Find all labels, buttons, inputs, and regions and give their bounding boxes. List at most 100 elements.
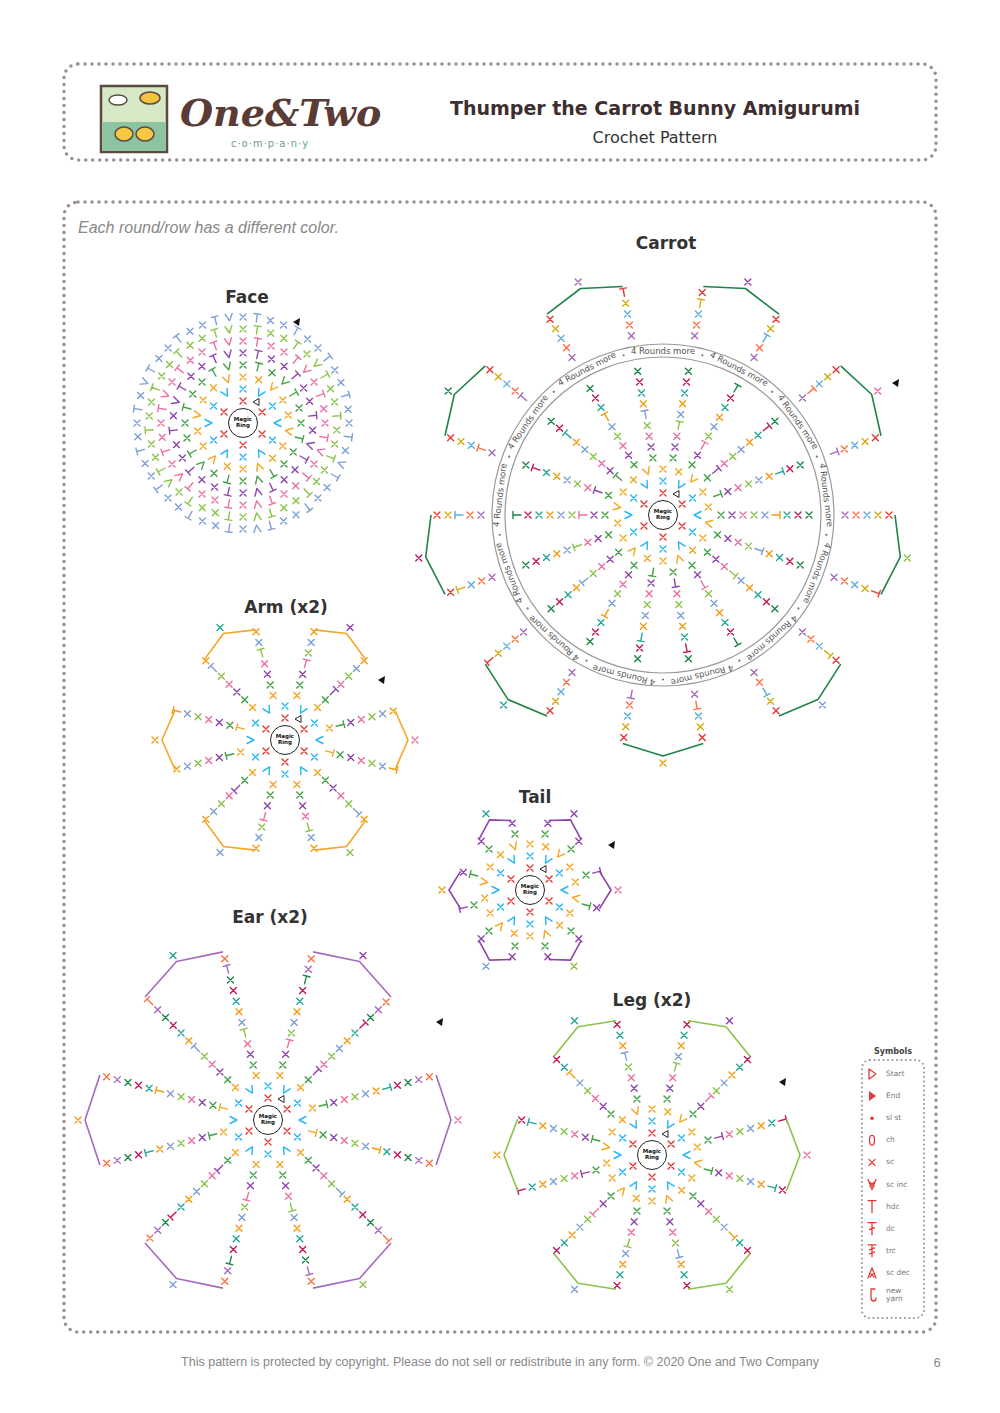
sc-stitch [698, 1201, 704, 1207]
sc-stitch [240, 386, 246, 392]
stitch-charts [75, 279, 910, 1292]
sc-stitch [212, 510, 218, 516]
hdc-stitch [337, 1189, 345, 1197]
sc-stitch [668, 1163, 674, 1169]
sc-stitch [527, 865, 533, 871]
sc-stitch [315, 770, 321, 776]
sc-stitch [543, 844, 549, 850]
sc-stitch [674, 591, 680, 597]
sc-stitch [221, 1129, 227, 1135]
sc-stitch [608, 1111, 614, 1117]
hdc-stitch [225, 500, 232, 508]
inc-stitch [558, 849, 565, 857]
ring-label: Magic Ring [232, 417, 254, 429]
sc-stitch [294, 693, 300, 699]
sc-stitch [569, 512, 575, 518]
sc-stitch [550, 1126, 556, 1132]
hdc-stitch [316, 390, 325, 397]
inc-stitch [492, 887, 499, 894]
hdc-stitch [684, 644, 691, 652]
hdc-stitch [649, 568, 656, 576]
sc-stitch [816, 381, 822, 387]
sc-stitch [582, 446, 588, 452]
sc-stitch [619, 1117, 625, 1123]
sc-stitch [227, 977, 233, 983]
sc-stitch [178, 1094, 184, 1100]
sc-stitch [268, 330, 274, 336]
inc-stitch [643, 467, 650, 475]
sc-stitch [568, 846, 574, 852]
sc-stitch [648, 444, 654, 450]
sc-stitch [620, 1261, 626, 1267]
sc-stitch [315, 345, 321, 351]
sc-stitch [216, 719, 222, 725]
inc-stitch [314, 359, 322, 366]
sc-stitch [218, 801, 224, 807]
sc-stitch [468, 582, 474, 588]
separator-dot [499, 534, 501, 536]
sc-stitch [620, 581, 626, 587]
sc-stitch [242, 697, 248, 703]
sc-stitch [346, 801, 352, 807]
sc-stitch [226, 793, 232, 799]
sc-stitch [242, 1204, 248, 1210]
sc-stitch [585, 485, 591, 491]
sc-stitch [148, 473, 154, 479]
sc-stitch [199, 477, 205, 483]
sc-stitch [772, 418, 778, 424]
hdc-stitch [306, 1267, 313, 1276]
dec-stitch [313, 1243, 391, 1288]
sc-stitch [583, 872, 589, 878]
rounds-note: 4 Rounds more [492, 463, 508, 528]
sc-stitch [281, 322, 287, 328]
sc-stitch [179, 455, 185, 461]
sc-stitch [332, 399, 338, 405]
sc-stitch [209, 1173, 215, 1179]
part-label: Carrot [636, 233, 697, 253]
sc-stitch [125, 1155, 131, 1161]
ring-label: Magic Ring [274, 734, 296, 746]
ring-label: Magic Ring [641, 1149, 663, 1161]
sc-stitch [285, 1193, 291, 1199]
sc-stitch [297, 792, 303, 798]
sc-stitch [280, 1172, 286, 1178]
sc-stitch [221, 409, 227, 415]
sc-stitch [486, 846, 492, 852]
sc-stitch [649, 1130, 655, 1136]
start-marker [295, 716, 301, 723]
sc-stitch [249, 770, 255, 776]
sc-stitch [315, 704, 321, 710]
sc-stitch [679, 1187, 685, 1193]
sc-stitch [494, 1152, 500, 1158]
hdc-stitch [168, 1212, 176, 1220]
sc-stitch [176, 489, 182, 495]
sc-stitch [170, 1282, 176, 1288]
sc-stitch [557, 922, 563, 928]
sc-stitch [744, 1057, 750, 1063]
dec-stitch [688, 1021, 750, 1057]
sc-stitch [673, 1240, 679, 1246]
sc-stitch [649, 1106, 655, 1112]
sc-stitch [347, 624, 353, 630]
sc-stitch [567, 910, 573, 916]
legend-label: sl st [886, 1114, 901, 1122]
sc-stitch [298, 420, 304, 426]
sc-stitch [186, 1038, 192, 1044]
sc-stitch [162, 1014, 168, 1020]
sc-stitch [222, 1278, 228, 1284]
dec-stitch [204, 630, 255, 660]
sc-stitch [445, 388, 451, 394]
hdc-stitch [257, 648, 264, 657]
hdc-stitch [563, 430, 571, 438]
sc-stitch [746, 481, 752, 487]
sc-stitch [705, 504, 711, 510]
sc-stitch [623, 724, 629, 730]
sc-stitch [623, 1251, 629, 1257]
hdc-stitch [581, 1171, 590, 1178]
hdc-stitch [290, 389, 299, 396]
sc-stitch [617, 1032, 623, 1038]
dec-stitch [445, 366, 485, 436]
sc-stitch [547, 512, 553, 518]
hdc-stitch [255, 350, 262, 359]
sc-stitch [852, 582, 858, 588]
